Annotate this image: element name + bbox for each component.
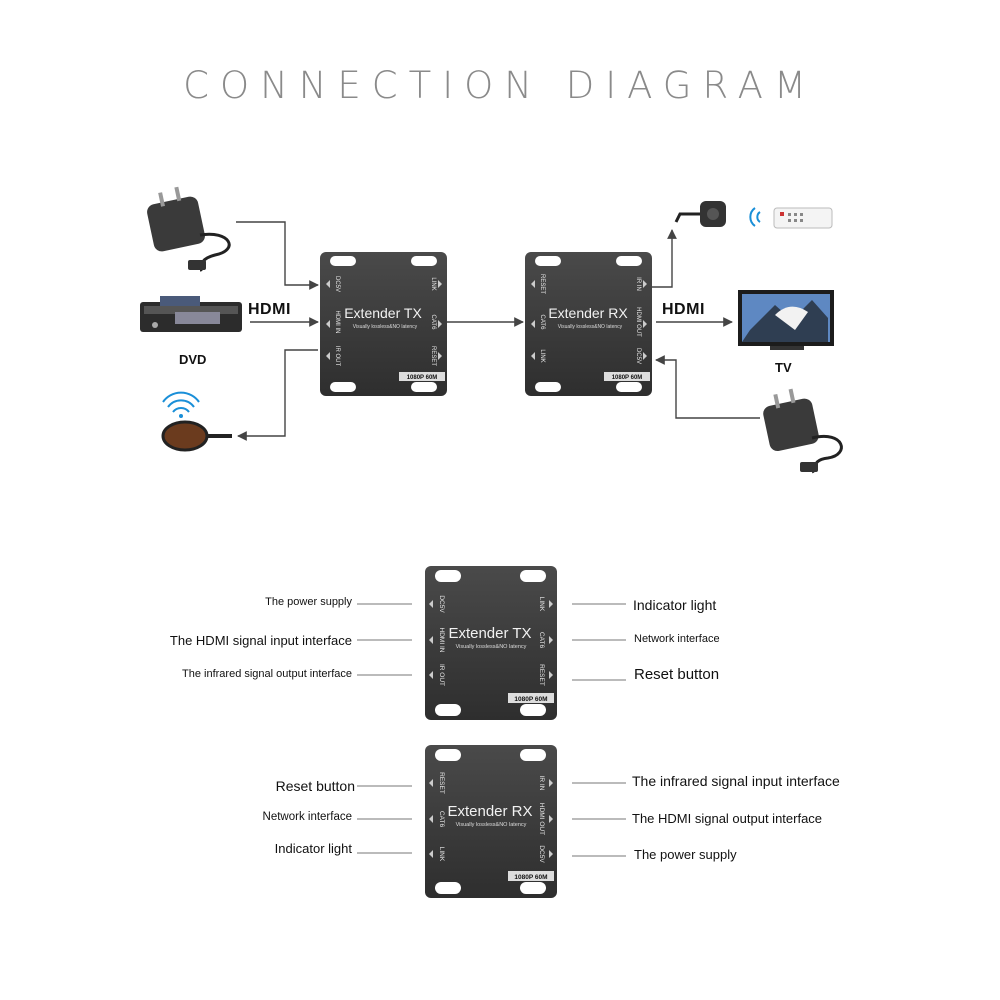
dvd-player-icon [140, 296, 242, 332]
hdmi-label-right: HDMI [662, 301, 705, 318]
rx-label-indicator: Indicator light [274, 841, 352, 856]
tx-label-indicator: Indicator light [633, 597, 717, 613]
extender-tx-device-detail: Extender TX Visually lossless&NO latency… [425, 566, 557, 720]
tx-top-port-dc5v: DC5V [334, 276, 340, 292]
tx-detail-port-ir-out: IR OUT [438, 664, 445, 686]
port-labels: DC5V DC5V HDMI IN HDMI IN IR OUT IR OUT LINK LI… [334, 274, 641, 863]
rx-top-port-cat6: CAT6 [539, 315, 545, 331]
ir-emitter-icon [161, 391, 232, 452]
tx-label-network: Network interface [634, 633, 720, 645]
callout-lines [357, 603, 626, 857]
tx-top-port-ir-out: IR OUT [334, 346, 340, 367]
hdmi-label-left: HDMI [248, 301, 291, 318]
ir-receiver-icon [674, 201, 726, 227]
tx-label-ir-out: The infrared signal output interface [182, 668, 352, 680]
rx-detail-subtitle: Visually lossless&NO latency [456, 822, 527, 828]
page-title: CONNECTION DIAGRAM [183, 64, 817, 107]
rx-detail-port-reset: RESET [438, 772, 445, 794]
tx-top-badge: 1080P 60M [407, 375, 438, 381]
tx-detail-name: Extender TX [448, 625, 531, 642]
rx-detail-name: Extender RX [447, 803, 532, 820]
rx-top-name: Extender RX [548, 305, 628, 321]
power-adapter-icon-right [763, 388, 843, 474]
rx-top-subtitle: Visually lossless&NO latency [558, 324, 623, 330]
dvd-label: DVD [179, 352, 207, 367]
tx-detail-port-hdmi-in: HDMI IN [438, 628, 445, 653]
rx-detail-badge: 1080P 60M [514, 874, 547, 881]
tx-detail-port-cat6: CAT6 [538, 632, 545, 649]
tx-detail-port-reset: RESET [538, 664, 545, 686]
rx-top-badge: 1080P 60M [612, 375, 643, 381]
rx-detail-port-dc5v: DC5V [538, 845, 545, 863]
power-adapter-icon-left [147, 186, 231, 272]
rx-top-port-ir-in: IR IN [635, 277, 641, 291]
tx-top-port-cat6: CAT6 [430, 315, 436, 331]
extender-rx-device-top: Extender RX Visually lossless&NO latency… [525, 252, 652, 396]
tx-top-subtitle: Visually lossless&NO latency [353, 324, 418, 330]
rx-top-port-hdmi-out: HDMI OUT [635, 307, 641, 337]
rx-label-ir-in: The infrared signal input interface [632, 773, 840, 789]
rx-top-port-link: LINK [539, 349, 545, 362]
extender-tx-device-top: Extender TX Visually lossless&NO latency… [320, 252, 447, 396]
tx-label-power: The power supply [265, 596, 352, 608]
rx-top-port-dc5v: DC5V [635, 348, 641, 364]
rx-detail-port-link: LINK [438, 847, 445, 862]
rx-detail-port-cat6: CAT6 [438, 811, 445, 828]
rx-label-hdmi-out: The HDMI signal output interface [632, 811, 823, 826]
tx-detail-subtitle: Visually lossless&NO latency [456, 644, 527, 650]
tx-detail-port-link: LINK [538, 597, 545, 612]
tv-icon [738, 290, 834, 350]
tv-label: TV [775, 360, 792, 375]
remote-control-icon [749, 207, 833, 229]
tx-top-name: Extender TX [344, 305, 422, 321]
rx-label-network: Network interface [262, 811, 352, 823]
rx-top-port-reset: RESET [539, 274, 545, 294]
rx-detail-port-hdmi-out: HDMI OUT [538, 803, 545, 835]
tx-detail-badge: 1080P 60M [514, 696, 547, 703]
tx-label-reset: Reset button [634, 666, 720, 683]
rx-detail-port-ir-in: IR IN [538, 776, 545, 791]
top-connection-lines [236, 221, 760, 441]
tx-label-hdmi-in: The HDMI signal input interface [169, 633, 352, 648]
tx-top-port-link: LINK [430, 277, 436, 290]
rx-label-power: The power supply [634, 847, 737, 862]
tx-top-port-reset: RESET [430, 346, 436, 366]
tx-top-port-hdmi-in: HDMI IN [334, 311, 340, 334]
extender-rx-device-detail: Extender RX Visually lossless&NO latency… [425, 745, 557, 898]
tx-detail-port-dc5v: DC5V [438, 595, 445, 613]
rx-label-reset: Reset button [275, 778, 355, 794]
